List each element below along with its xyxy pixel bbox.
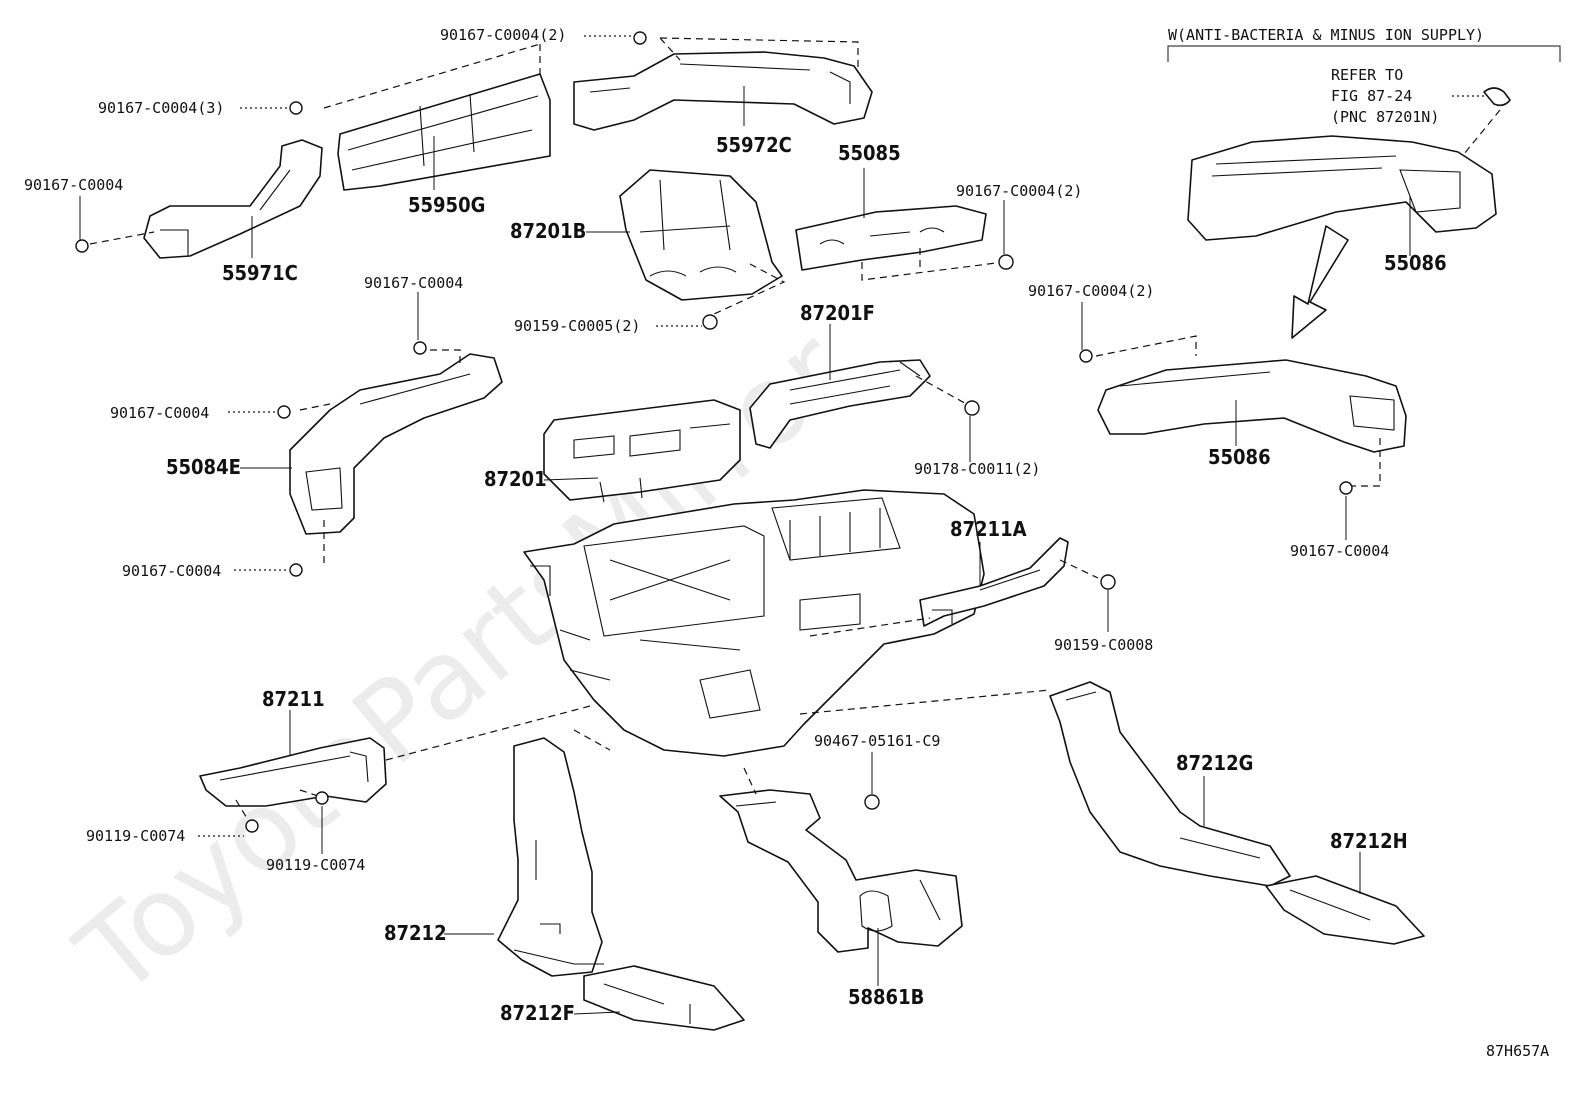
label-87201b: 87201B [510, 219, 586, 243]
label-55086-mid: 55086 [1208, 445, 1271, 469]
part-labels: 90167-C0004(2) 90167-C0004(3) 90167-C000… [24, 26, 1549, 1060]
duct-55950g [337, 73, 551, 191]
duct-87212 [497, 737, 603, 977]
label-87212g: 87212G [1176, 751, 1253, 775]
duct-55085 [795, 205, 987, 271]
bolt-icon [315, 791, 329, 805]
bolt-icon [964, 400, 980, 416]
label-90167-c0004-e: 90167-C0004 [122, 562, 221, 580]
duct-87201b [619, 169, 783, 301]
label-87211: 87211 [262, 687, 325, 711]
label-90159-c0005-2: 90159-C0005(2) [514, 317, 640, 335]
direction-arrow [1291, 225, 1349, 339]
label-90167-c0004-2-right: 90167-C0004(2) [1028, 282, 1154, 300]
label-90167-c0004-2-mid: 90167-C0004(2) [956, 182, 1082, 200]
duct-87212f [583, 965, 745, 1031]
label-87201f: 87201F [800, 301, 875, 325]
label-55085: 55085 [838, 141, 901, 165]
duct-55086-upper [1187, 135, 1497, 241]
figure-code: 87H657A [1486, 1042, 1549, 1060]
duct-87211a [919, 537, 1069, 627]
duct-55084e [289, 353, 503, 535]
label-90159-c0008: 90159-C0008 [1054, 636, 1153, 654]
label-87211a: 87211A [950, 517, 1027, 541]
label-90467-05161-c9: 90467-05161-C9 [814, 732, 940, 750]
bolt-icon [702, 314, 718, 330]
bolt-icon [864, 794, 880, 810]
refer-note-line-2: FIG 87-24 [1331, 87, 1412, 105]
duct-55086-lower [1097, 359, 1407, 453]
refer-note-line-3: (PNC 87201N) [1331, 108, 1439, 126]
label-90119-c0074-a: 90119-C0074 [86, 827, 185, 845]
duct-58861b [719, 789, 963, 953]
label-55971c: 55971C [222, 261, 298, 285]
duct-55971c [143, 139, 323, 259]
label-87212h: 87212H [1330, 829, 1408, 853]
bolt-icon [1079, 349, 1093, 363]
duct-87211 [199, 737, 387, 807]
bolt-icon [1100, 574, 1116, 590]
bolt-icon [413, 341, 427, 355]
leader-lines [79, 35, 1411, 1015]
label-90167-c0004-left: 90167-C0004 [24, 176, 123, 194]
bolt-icon [75, 239, 89, 253]
duct-55972c [573, 51, 873, 131]
bolt-icon [1339, 481, 1353, 495]
label-55086-top: 55086 [1384, 251, 1447, 275]
label-90178-c0011-2: 90178-C0011(2) [914, 460, 1040, 478]
duct-87201f [749, 359, 931, 449]
label-87201: 87201 [484, 467, 547, 491]
label-58861b: 58861B [848, 985, 924, 1009]
variant-note: W(ANTI-BACTERIA & MINUS ION SUPPLY) [1168, 26, 1484, 44]
variant-bracket: W(ANTI-BACTERIA & MINUS ION SUPPLY) REFE… [1167, 26, 1561, 339]
bolt-icon [277, 405, 291, 419]
hvac-unit [523, 489, 985, 757]
label-90167-c0004-d: 90167-C0004 [1290, 542, 1389, 560]
label-55972c: 55972C [716, 133, 792, 157]
fastener-group [75, 31, 1353, 833]
bolt-icon [633, 31, 647, 45]
bolt-icon [998, 254, 1014, 270]
label-90167-c0004-c: 90167-C0004 [110, 404, 209, 422]
bolt-icon [289, 101, 303, 115]
label-55950g: 55950G [408, 193, 485, 217]
label-87212f: 87212F [500, 1001, 575, 1025]
label-90119-c0074-b: 90119-C0074 [266, 856, 365, 874]
label-90167-c0004-2-top: 90167-C0004(2) [440, 26, 566, 44]
duct-87201 [543, 399, 741, 501]
ion-generator-part [1483, 87, 1511, 107]
label-55084e: 55084E [166, 455, 241, 479]
bolt-icon [289, 563, 303, 577]
label-87212: 87212 [384, 921, 447, 945]
label-90167-c0004-b: 90167-C0004 [364, 274, 463, 292]
label-90167-c0004-3: 90167-C0004(3) [98, 99, 224, 117]
refer-note-line-1: REFER TO [1331, 66, 1403, 84]
duct-87212g [1049, 681, 1291, 887]
bolt-icon [245, 819, 259, 833]
duct-87212h [1265, 875, 1425, 945]
